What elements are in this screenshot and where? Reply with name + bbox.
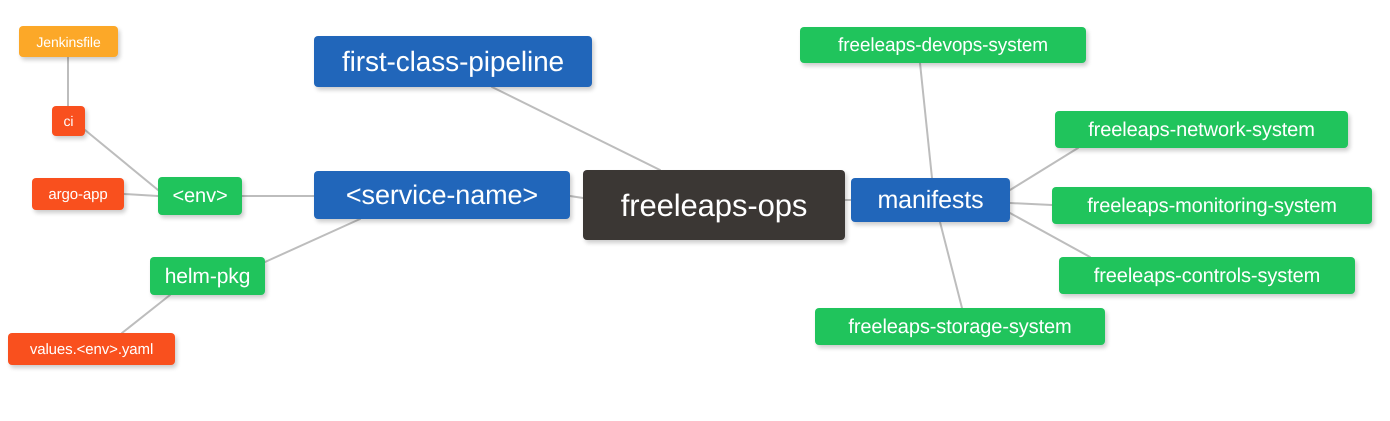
node-label-manifests: manifests xyxy=(877,185,984,214)
node-values-yaml[interactable]: values.<env>.yaml xyxy=(8,333,175,365)
edge-manifests-to-devops-system xyxy=(919,62,933,179)
node-label-helm-pkg: helm-pkg xyxy=(164,264,251,288)
edge-manifests-to-storage-system xyxy=(939,221,963,309)
node-label-ci: ci xyxy=(63,113,74,129)
node-label-freeleaps-ops: freeleaps-ops xyxy=(620,187,808,223)
edge-first-class-pipeline-to-freeleaps-ops xyxy=(491,86,661,171)
node-label-argo-app: argo-app xyxy=(48,185,108,203)
edge-service-name-to-helm-pkg xyxy=(264,218,361,263)
edge-argo-app-to-env xyxy=(123,193,159,197)
node-jenkinsfile[interactable]: Jenkinsfile xyxy=(19,26,118,57)
node-label-env: <env> xyxy=(172,185,228,207)
node-label-controls-system: freeleaps-controls-system xyxy=(1093,264,1321,287)
node-env[interactable]: <env> xyxy=(158,177,242,215)
node-label-storage-system: freeleaps-storage-system xyxy=(848,315,1072,338)
node-argo-app[interactable]: argo-app xyxy=(32,178,124,210)
node-monitoring-system[interactable]: freeleaps-monitoring-system xyxy=(1052,187,1372,224)
node-label-devops-system: freeleaps-devops-system xyxy=(838,34,1048,56)
node-ci[interactable]: ci xyxy=(52,106,85,136)
node-label-monitoring-system: freeleaps-monitoring-system xyxy=(1087,194,1337,217)
node-service-name[interactable]: <service-name> xyxy=(314,171,570,219)
node-devops-system[interactable]: freeleaps-devops-system xyxy=(800,27,1086,63)
edge-service-name-to-freeleaps-ops xyxy=(569,195,584,199)
node-label-network-system: freeleaps-network-system xyxy=(1088,118,1315,141)
edge-manifests-to-monitoring-system xyxy=(1009,202,1053,206)
node-label-service-name: <service-name> xyxy=(345,179,539,210)
edge-manifests-to-network-system xyxy=(1009,147,1079,191)
node-label-jenkinsfile: Jenkinsfile xyxy=(36,33,101,50)
node-label-first-class-pipeline: first-class-pipeline xyxy=(341,45,565,77)
node-controls-system[interactable]: freeleaps-controls-system xyxy=(1059,257,1355,294)
node-storage-system[interactable]: freeleaps-storage-system xyxy=(815,308,1105,345)
node-helm-pkg[interactable]: helm-pkg xyxy=(150,257,265,295)
edge-helm-pkg-to-values-yaml xyxy=(121,294,171,334)
node-network-system[interactable]: freeleaps-network-system xyxy=(1055,111,1348,148)
node-freeleaps-ops[interactable]: freeleaps-ops xyxy=(583,170,845,240)
node-first-class-pipeline[interactable]: first-class-pipeline xyxy=(314,36,592,87)
node-manifests[interactable]: manifests xyxy=(851,178,1010,222)
node-label-values-yaml: values.<env>.yaml xyxy=(29,340,154,358)
